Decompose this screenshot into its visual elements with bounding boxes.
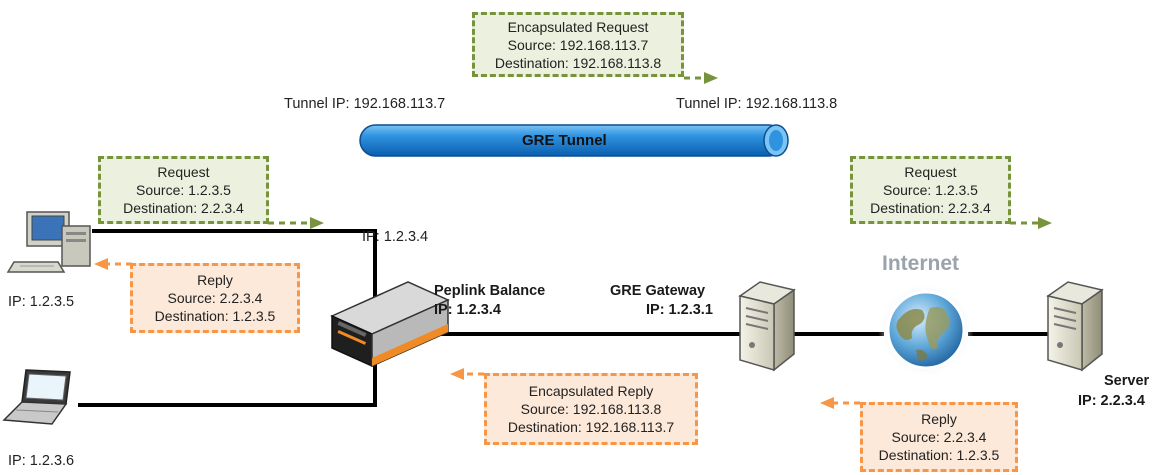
request-right-source: Source: 1.2.3.5 (883, 182, 978, 198)
encap-reply-title: Encapsulated Reply (528, 383, 654, 399)
reply-right-title: Reply (921, 411, 957, 427)
encap-request-title: Encapsulated Request (507, 18, 649, 35)
reply-right-source: Source: 2.2.3.4 (891, 429, 987, 445)
network-links (78, 229, 1048, 407)
gateway-name-label: GRE Gateway (610, 283, 706, 299)
reply-left-title: Reply (197, 272, 233, 288)
laptop-ip-label: IP: 1.2.3.6 (8, 453, 75, 469)
request-right-arrowhead (1038, 217, 1052, 229)
request-right-box: Request Source: 1.2.3.5 Destination: 2.2… (850, 156, 1011, 224)
reply-left-box: Reply Source: 2.2.3.4 Destination: 1.2.3… (130, 263, 300, 333)
request-left-destination: Destination: 2.2.3.4 (123, 200, 244, 216)
server-name-label: Server (1104, 373, 1150, 389)
reply-right-box: Reply Source: 2.2.3.4 Destination: 1.2.3… (860, 402, 1018, 472)
server-icon (1046, 281, 1104, 372)
reply-right-arrowhead (820, 397, 834, 409)
router-device-icon (330, 281, 450, 368)
gateway-server-icon (738, 281, 796, 372)
tunnel-label: GRE Tunnel (522, 132, 607, 149)
reply-left-arrowhead (94, 258, 108, 270)
desktop-link (92, 229, 377, 297)
globe-icon (878, 282, 974, 378)
encap-request-box: Encapsulated Request Source: 192.168.113… (472, 12, 684, 77)
encap-request-destination: Destination: 192.168.113.8 (494, 54, 662, 71)
internet-label: Internet (882, 252, 960, 275)
request-right-destination: Destination: 2.2.3.4 (870, 200, 991, 216)
gre-tunnel (359, 124, 789, 157)
laptop-link (78, 357, 377, 407)
encap-request-source: Source: 192.168.113.7 (507, 36, 649, 53)
encap-reply-arrowhead (450, 368, 464, 380)
request-left-source: Source: 1.2.3.5 (136, 182, 231, 198)
arrow-heads (94, 72, 1052, 409)
desktop-ip-label: IP: 1.2.3.5 (8, 294, 75, 310)
gateway-ip-label: IP: 1.2.3.1 (646, 302, 713, 318)
laptop-icon (2, 369, 71, 425)
reply-left-destination: Destination: 1.2.3.5 (154, 308, 276, 324)
reply-right-destination: Destination: 1.2.3.5 (878, 447, 1000, 463)
encap-request-arrowhead (704, 72, 718, 84)
reply-left-source: Source: 2.2.3.4 (167, 290, 263, 306)
request-right-title: Request (904, 164, 957, 180)
request-left-box: Request Source: 1.2.3.5 Destination: 2.2… (98, 156, 269, 224)
request-left-title: Request (157, 164, 210, 180)
tunnel-ip-right: Tunnel IP: 192.168.113.8 (676, 96, 838, 112)
balance-name-label: Peplink Balance (434, 283, 546, 299)
lan-ip-label: IP: 1.2.3.4 (362, 229, 429, 245)
encap-reply-destination: Destination: 192.168.113.7 (507, 419, 675, 435)
flow-arrows (108, 76, 1040, 405)
encap-reply-source: Source: 192.168.113.8 (520, 401, 662, 417)
desktop-computer-icon (6, 211, 91, 273)
balance-ip-label: IP: 1.2.3.4 (434, 302, 501, 318)
request-left-arrowhead (310, 217, 324, 229)
encap-reply-box: Encapsulated Reply Source: 192.168.113.8… (484, 373, 698, 445)
tunnel-ip-left: Tunnel IP: 192.168.113.7 (284, 96, 446, 112)
server-ip-label: IP: 2.2.3.4 (1078, 393, 1145, 409)
